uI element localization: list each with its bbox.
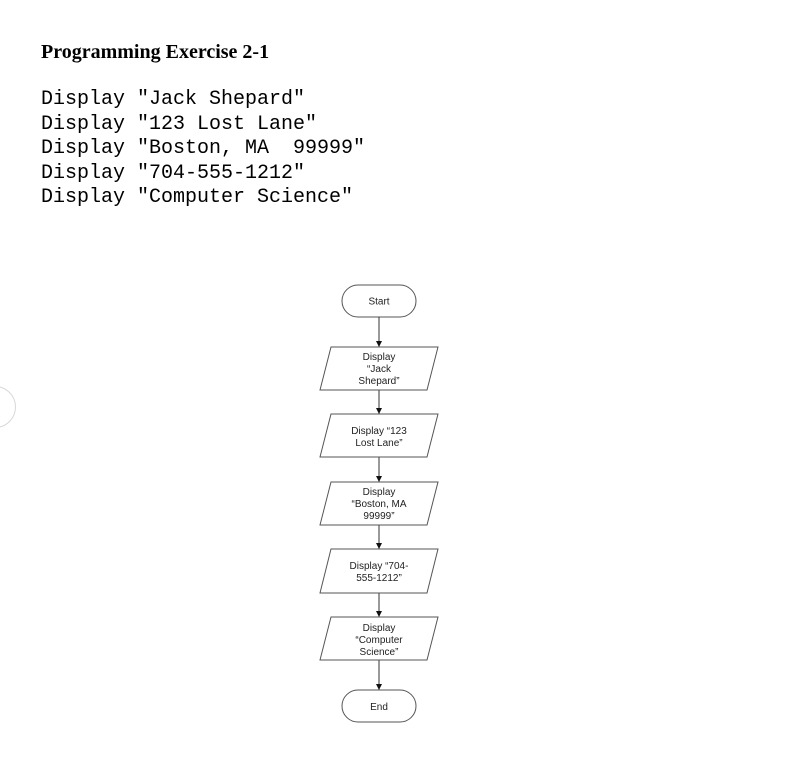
pseudocode-line: Display "Jack Shepard" — [41, 88, 306, 111]
end-terminal-shape — [341, 689, 417, 723]
step-label-line: “Jack — [367, 364, 392, 375]
display-step-boston: Display “Boston, MA 99999” — [319, 481, 439, 526]
display-step-lost-lane: Display “123 Lost Lane” — [319, 413, 439, 458]
step-label-line: 555-1212” — [356, 573, 402, 584]
step-label-line: Display “704- — [350, 561, 409, 572]
pseudocode-block: Display "Jack Shepard"Display "123 Lost … — [41, 88, 365, 211]
io-parallelogram — [319, 481, 439, 526]
end-terminal: End — [341, 689, 417, 723]
display-step-computer-science: Display “Computer Science” — [319, 616, 439, 661]
step-label-line: Lost Lane” — [355, 438, 402, 449]
pseudocode-line: Display "123 Lost Lane" — [41, 112, 318, 136]
display-step-jack-shepard: Display “Jack Shepard” — [319, 346, 439, 391]
end-terminal-label: End — [370, 702, 388, 713]
step-label-line: Display — [363, 352, 396, 363]
io-parallelogram — [319, 616, 439, 661]
io-parallelogram — [319, 413, 439, 458]
step-label-line: Display — [363, 487, 396, 498]
pseudocode-line: Display "704-555-1212" — [41, 161, 306, 185]
pseudocode-line: Display "Computer Science" — [41, 186, 354, 210]
step-label-line: Science” — [360, 647, 399, 658]
step-label-line: 99999” — [363, 511, 394, 522]
step-label-line: “Computer — [355, 635, 403, 646]
page-title: Programming Exercise 2-1 — [41, 41, 270, 63]
pseudocode-line: Display "Boston, MA 99999" — [41, 137, 366, 161]
start-terminal: Start — [341, 284, 417, 318]
display-step-phone: Display “704- 555-1212” — [319, 548, 439, 594]
step-label-line: Shepard” — [358, 376, 399, 387]
step-label-line: “Boston, MA — [351, 499, 406, 510]
step-label-line: Display “123 — [351, 426, 407, 437]
io-parallelogram — [319, 346, 439, 391]
io-parallelogram — [319, 548, 439, 594]
start-terminal-label: Start — [368, 297, 389, 308]
step-label-line: Display — [363, 623, 396, 634]
